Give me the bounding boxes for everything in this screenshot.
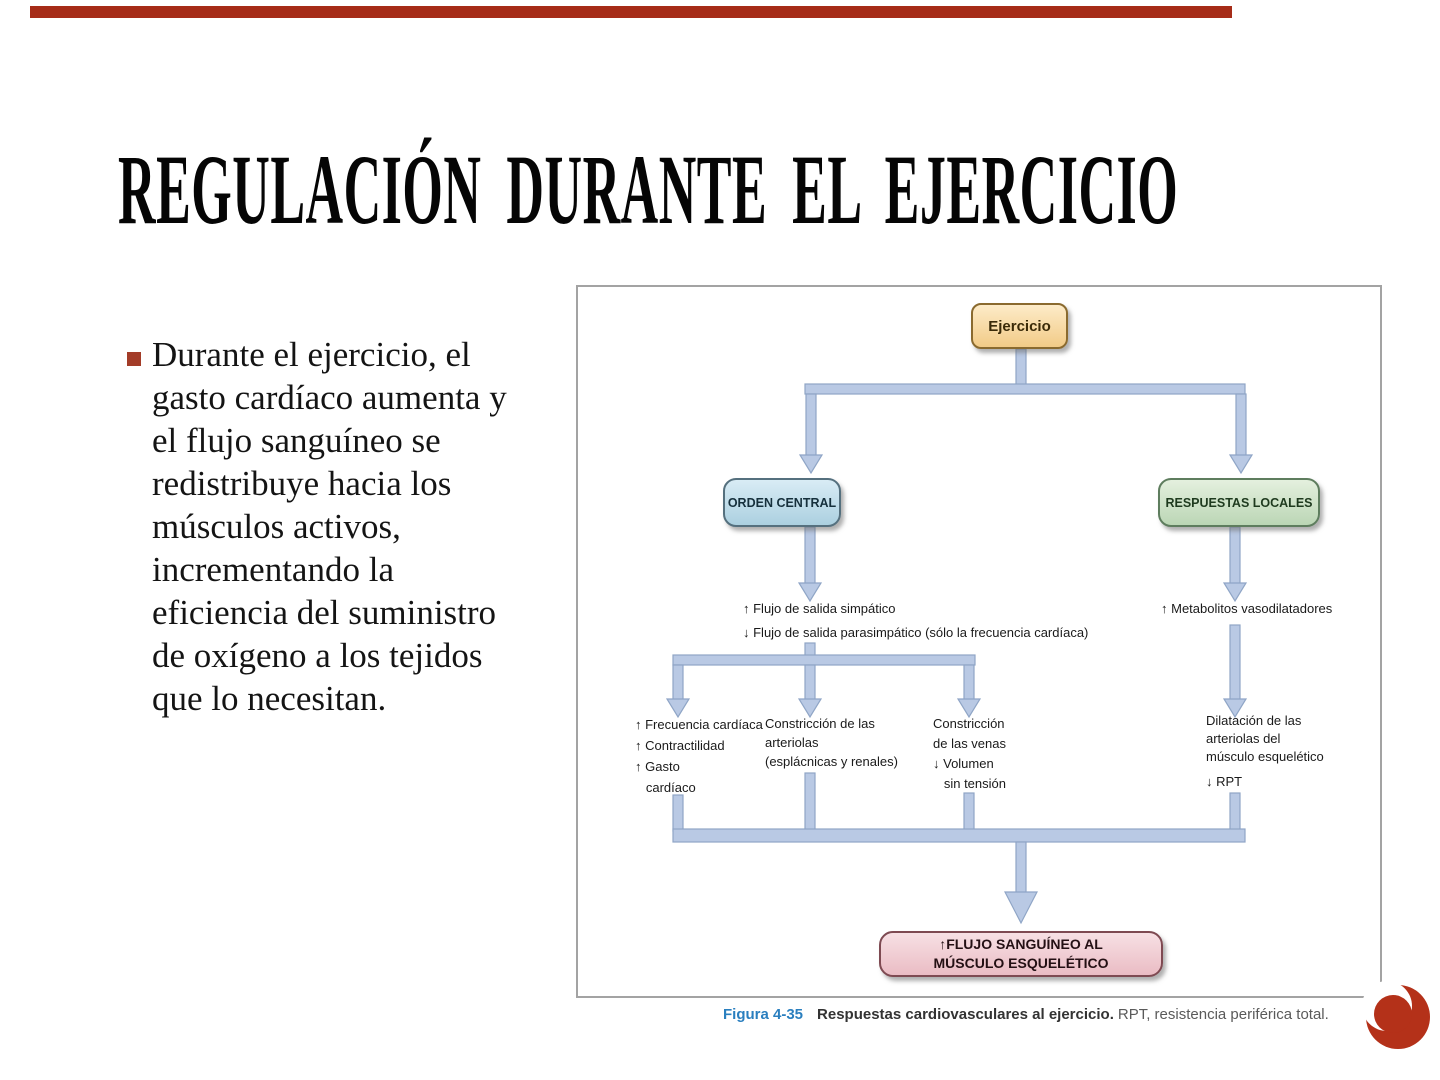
flowchart-connectors	[665, 348, 1254, 925]
node-flujo-sanguineo: ↑FLUJO SANGUÍNEO AL MÚSCULO ESQUELÉTICO	[879, 931, 1163, 977]
figure-caption: Figura 4-35 Respuestas cardiovasculares a…	[723, 1006, 1383, 1023]
label-rpt: ↓ RPT	[1206, 774, 1243, 789]
figure-caption-note: RPT, resistencia periférica total.	[1117, 1006, 1329, 1023]
figure-panel: Ejercicio ORDEN CENTRAL RESPUESTAS LOCAL…	[576, 285, 1382, 998]
node-ejercicio: Ejercicio	[971, 303, 1068, 349]
label-constriccion-arteriolas: Constricción de las arteriolas (esplácni…	[765, 716, 898, 769]
label-constriccion-venas: Constricción de las venas ↓ Volumen sin …	[933, 716, 1006, 791]
label-flujo-salida: ↑ Flujo de salida simpático ↓ Flujo de s…	[743, 601, 1089, 640]
node-orden-central: ORDEN CENTRAL	[723, 478, 841, 527]
figure-caption-number: Figura 4-35	[723, 1006, 804, 1023]
bullet-text: Durante el ejercicio, el gasto cardíaco …	[152, 335, 507, 718]
node-respuestas-locales: RESPUESTAS LOCALES	[1158, 478, 1320, 527]
label-metabolitos: ↑ Metabolitos vasodilatadores	[1161, 601, 1333, 616]
figure-caption-title: Respuestas cardiovasculares al ejercicio…	[817, 1006, 1114, 1023]
bullet-square-icon	[127, 352, 141, 366]
label-frecuencia-cardiaca: ↑ Frecuencia cardíaca ↑ Contractilidad ↑…	[635, 717, 763, 795]
top-accent-bar	[30, 6, 1232, 18]
label-dilatacion-arteriolas: Dilatación de las arteriolas del músculo…	[1206, 713, 1324, 764]
page-title: REGULACIÓN DURANTE EL EJERCICIO	[118, 134, 1179, 245]
red-crescent-logo-icon	[1362, 981, 1430, 1049]
